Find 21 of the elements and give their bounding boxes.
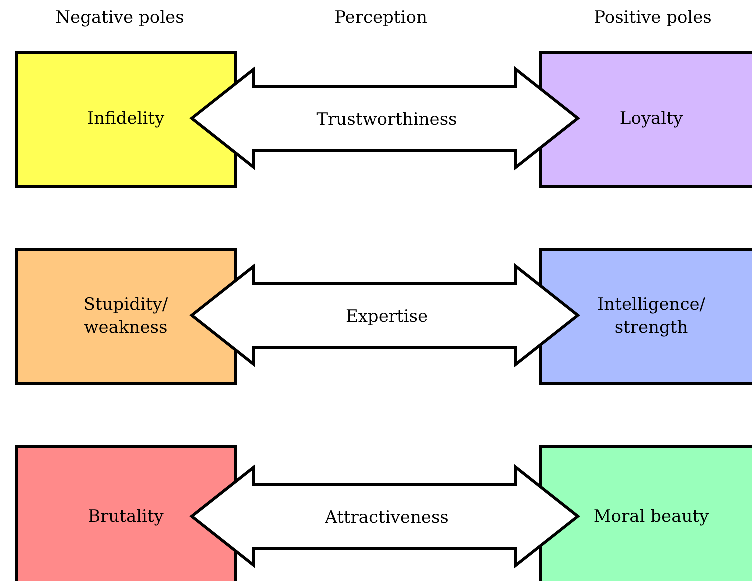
pole-label: Stupidity/ weakness [82, 294, 170, 340]
double-block-arrow [190, 464, 580, 569]
pole-box [15, 51, 237, 188]
double-block-arrow [190, 263, 580, 368]
column-heading: Positive poles [594, 8, 712, 28]
double-block-arrow [190, 66, 580, 171]
pole-label: Loyalty [620, 108, 684, 131]
pole-box [15, 445, 237, 581]
pole-box [539, 445, 752, 581]
edge-label: Expertise [346, 306, 428, 326]
column-heading: Negative poles [56, 8, 184, 28]
edge-label: Attractiveness [325, 508, 449, 528]
pole-label: Infidelity [87, 108, 165, 131]
edge-label: Trustworthiness [316, 110, 458, 130]
pole-box [539, 248, 752, 385]
pole-box [539, 51, 752, 188]
pole-label: Brutality [88, 506, 164, 529]
pole-label: Moral beauty [594, 506, 710, 529]
pole-label: Intelligence/ strength [596, 294, 707, 340]
pole-box [15, 248, 237, 385]
column-heading: Perception [334, 8, 428, 28]
